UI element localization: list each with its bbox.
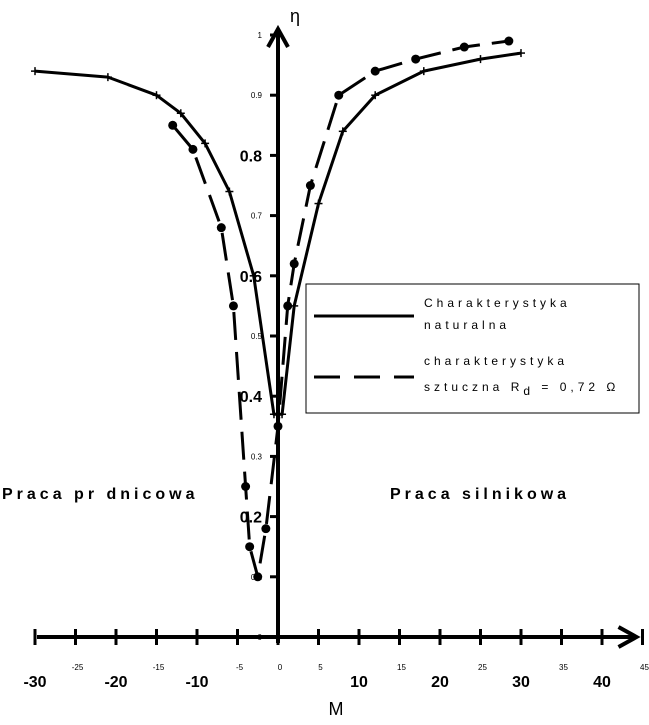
x-tick-label: 0 (278, 663, 283, 672)
x-tick-label: 35 (559, 663, 568, 672)
series-line-natural (34, 51, 522, 416)
x-tick-label: 10 (350, 674, 368, 691)
annotation-generator-mode: Praca pr dnicowa (2, 486, 199, 503)
data-point-natural (338, 127, 347, 136)
data-point-artificial (504, 36, 514, 46)
y-axis-label: η (290, 6, 300, 26)
data-point-artificial (216, 223, 226, 233)
y-tick-label: 0.4 (240, 389, 262, 406)
y-tick-label: 0.3 (251, 452, 263, 461)
data-point-artificial (411, 54, 421, 64)
x-tick-label: 25 (478, 663, 487, 672)
x-tick-label: 45 (640, 663, 649, 672)
x-tick-label: -20 (104, 674, 127, 691)
x-axis-label: M (329, 699, 344, 719)
data-point-artificial (228, 301, 238, 311)
data-point-natural (201, 139, 210, 148)
data-point-artificial (334, 90, 344, 100)
data-point-natural (103, 73, 112, 82)
legend-box (305, 283, 640, 414)
legend-series2-subscript: d (523, 384, 534, 398)
data-point-artificial (261, 524, 271, 534)
legend-series2-line2: sztuczna Rd = 0,72 Ω (424, 380, 619, 398)
x-tick-label: -10 (185, 674, 208, 691)
ticks: -30-25-20-15-10-505101520253035404500.10… (23, 31, 649, 691)
y-tick-label: 0.5 (251, 332, 263, 341)
x-tick-label: 5 (318, 663, 323, 672)
data-point-artificial (241, 482, 251, 491)
legend-series1-line2: naturalna (424, 318, 510, 332)
x-tick-label: -15 (153, 663, 165, 672)
y-tick-label: 0 (258, 633, 263, 642)
legend-series2-line1: charakterystyka (424, 354, 568, 368)
x-tick-label: 20 (431, 674, 449, 691)
legend-series2-value: = 0,72 Ω (534, 380, 619, 394)
legend-series2-text: sztuczna R (424, 380, 523, 394)
data-point-natural (517, 49, 525, 58)
y-tick-label: 0.9 (251, 91, 263, 100)
data-point-natural (152, 91, 161, 100)
data-point-artificial (459, 42, 469, 52)
data-point-natural (419, 67, 428, 76)
data-point-artificial (283, 301, 293, 311)
data-point-natural (371, 91, 380, 100)
data-point-natural (176, 109, 185, 118)
data-point-natural (249, 271, 258, 280)
data-point-artificial (273, 421, 283, 431)
x-tick-label: -5 (236, 663, 244, 672)
x-tick-label: -25 (72, 663, 84, 672)
x-tick-label: 15 (397, 663, 406, 672)
data-point-artificial (370, 66, 380, 76)
y-tick-label: 0.2 (240, 510, 262, 527)
data-point-natural (31, 67, 39, 76)
x-tick-label: 40 (593, 674, 611, 691)
y-tick-label: 0.7 (251, 212, 263, 221)
data-point-artificial (168, 120, 178, 130)
y-tick-label: 1 (258, 31, 263, 40)
data-point-artificial (188, 144, 198, 154)
x-tick-label: 30 (512, 674, 530, 691)
legend: Charakterystyka naturalna charakterystyk… (305, 283, 640, 414)
annotation-motor-mode: Praca silnikowa (390, 486, 570, 503)
data-point-natural (314, 199, 323, 208)
x-axis-arrow (617, 625, 641, 649)
data-point-artificial (245, 542, 255, 552)
x-tick-label: -30 (23, 674, 46, 691)
data-point-natural (476, 55, 485, 64)
legend-series1-line1: Charakterystyka (424, 296, 571, 310)
data-point-artificial (305, 181, 315, 190)
data-point-artificial (253, 572, 263, 582)
y-tick-label: 0.6 (240, 269, 262, 286)
y-tick-label: 0.8 (240, 148, 262, 165)
series (31, 36, 525, 582)
data-point-natural (269, 410, 278, 419)
data-point-natural (225, 187, 234, 196)
y-axis-arrow (266, 24, 290, 48)
data-point-artificial (289, 259, 299, 269)
data-point-natural (278, 410, 287, 419)
